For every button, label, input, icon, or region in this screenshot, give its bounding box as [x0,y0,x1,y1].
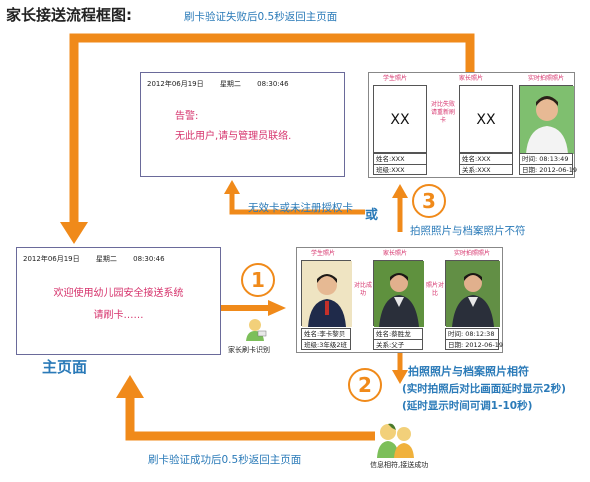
live-photo-icon [446,261,500,327]
top-loop-arrow [69,33,475,225]
main-screen-header: 2012年06月19日 星期二 08:30:46 [23,254,179,264]
match-note-2: (延时显示时间可调1-10秒) [402,400,533,412]
alert-weekday: 星期二 [219,80,241,88]
ok-live-time: 时间: 08:12:38 [446,329,498,340]
ok-student-name: 姓名:李卡黎贝 [302,329,350,340]
alert-time: 08:30:46 [257,80,289,88]
ok-compare-note-2: 照片对比 [425,282,444,297]
fail-parent-photo-placeholder: XX [476,112,496,128]
ok-live-date: 日期: 2012-06-19 [448,341,504,349]
fail-live-date: 日期: 2012-06-19 [522,166,578,174]
fail-student-photo-placeholder: XX [390,112,410,128]
fail-student-name: 姓名:XXX [374,154,426,165]
ok-live-title: 实时拍照照片 [453,250,490,257]
ok-parent-photo [373,260,424,327]
alert-date: 2012年06月19日 [147,80,204,88]
fail-student-title: 学生照片 [382,75,407,82]
alert-screen-header: 2012年06月19日 星期二 08:30:46 [147,79,303,89]
fail-student-photo: XX [373,85,427,153]
top-return-label: 刷卡验证失败后0.5秒返回主页面 [184,11,338,23]
fail-parent-info: 姓名:XXX 关系:XXX [459,153,513,175]
ok-parent-info: 姓名:蔡胜龙 关系:父子 [373,328,423,350]
fail-parent-name: 姓名:XXX [460,154,512,165]
ok-student-photo [301,260,352,327]
fail-compare-note: 对比失败请重新刷卡 [430,101,455,124]
student-photo-icon [302,261,352,327]
ok-comparison-panel: 学生照片 家长照片 实时拍照照片 对比成功 照片对比 姓名: [296,247,503,353]
fail-parent-photo: XX [459,85,513,153]
ok-student-title: 学生照片 [310,250,335,257]
fail-student-class: 班级:XXX [376,166,405,174]
top-loop-arrowhead [60,222,88,244]
ok-compare-note-1: 对比成功 [353,282,372,297]
ok-live-info: 时间: 08:12:38 日期: 2012-06-19 [445,328,504,350]
fail-comparison-panel: 学生照片 家长照片 实时拍照照片 XX 对比失败请重新刷卡 XX 姓名:XXX … [368,72,578,178]
step-2-circle: 2 [348,368,382,402]
diagram-title: 家长接送流程框图: [6,6,132,24]
bottom-loop-arrowhead [116,375,144,398]
invalid-card-label: 无效卡或未注册授权卡 [248,202,353,214]
success-people-icon [377,423,414,458]
main-screen: 2012年06月19日 星期二 08:30:46 欢迎使用幼儿园安全接送系统 请… [16,247,221,355]
ok-student-class: 班级:3年级2班 [304,341,347,349]
main-weekday: 星期二 [95,255,117,263]
main-page-label: 主页面 [42,358,88,376]
main-welcome: 欢迎使用幼儿园安全接送系统 [53,288,184,299]
main-swipe-prompt: 请刷卡…… [93,310,144,321]
alert-screen: 2012年06月19日 星期二 08:30:46 告警: 无此用户,请与管理员联… [140,72,345,177]
ok-live-photo [445,260,500,327]
alert-title: 告警: [175,111,199,122]
step-1-circle: 1 [241,263,275,297]
fail-student-info: 姓名:XXX 班级:XXX [373,153,427,175]
main-date: 2012年06月19日 [23,255,80,263]
main-time: 08:30:46 [133,255,165,263]
mismatch-label: 拍照照片与档案照片不符 [410,225,526,237]
bottom-loop-arrow [125,395,375,441]
fail-live-title: 实时拍照照片 [527,75,564,82]
invalid-arrow [229,190,296,215]
or-label: 或 [365,208,379,223]
bottom-return-label: 刷卡验证成功后0.5秒返回主页面 [148,454,302,466]
alert-message: 无此用户,请与管理员联络. [175,131,292,142]
ok-parent-title: 家长照片 [382,250,407,257]
ok-student-info: 姓名:李卡黎贝 班级:3年级2班 [301,328,351,350]
fail-live-time: 时间: 08:13:49 [520,154,572,165]
fail-live-info: 时间: 08:13:49 日期: 2012-06-19 [519,153,578,175]
fail-parent-title: 家长照片 [458,75,483,82]
match-label: 拍照照片与档案照片相符 [408,365,529,378]
step-3-circle: 3 [412,184,446,218]
card-caption: 家长刷卡识别 [228,346,270,354]
success-caption: 信息相符,接送成功 [370,461,429,469]
ok-parent-name: 姓名:蔡胜龙 [374,329,422,340]
card-swipe-person-icon [246,319,267,341]
parent-photo-icon [374,261,424,327]
match-note-1: (实时拍照后对比画面延时显示2秒) [402,383,566,395]
person-photo-icon [520,86,574,154]
fail-parent-relation: 关系:XXX [462,166,491,174]
ok-parent-relation: 关系:父子 [376,341,405,349]
fail-live-photo [519,85,574,154]
